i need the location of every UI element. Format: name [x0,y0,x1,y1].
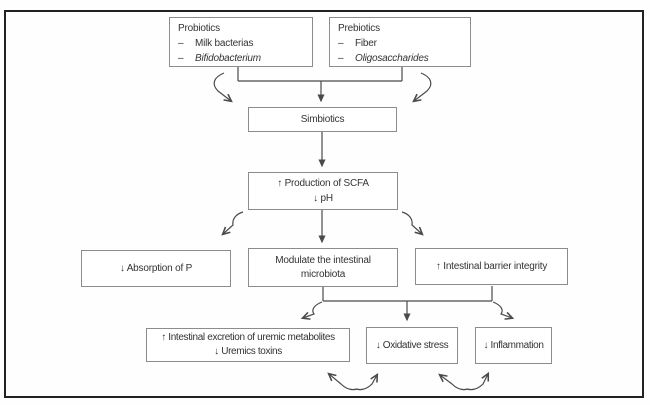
arrow-bottom-curve-right [492,301,512,318]
dash-bullet: – [338,53,344,64]
box-probiotics: Probiotics –Milk bacterias –Bifidobacter… [169,17,313,67]
modulate-line-1: Modulate the intestinal [275,254,371,266]
dash-bullet: – [338,38,344,49]
inflammation-label: ↓ Inflammation [483,339,544,351]
prebiotics-title: Prebiotics [338,23,380,34]
box-simbiotics: Simbiotics [248,107,397,132]
excretion-line-2: ↓ Uremics toxins [214,346,282,357]
prebiotics-item-2: –Oligosaccharides [338,51,429,66]
arrow-up-v2-left [440,375,469,391]
box-modulate-microbiota: Modulate the intestinal microbiota [248,248,398,287]
arrow-bottom-curve-left [303,301,323,318]
arrow-mid-curve-right [401,211,422,234]
prebiotics-item-1: –Fiber [338,36,377,51]
simbiotics-label: Simbiotics [300,113,345,125]
connector-top-bracket [237,66,403,82]
modulate-line-2: microbiota [300,268,346,280]
box-prebiotics: Prebiotics –Fiber –Oligosaccharides [329,17,471,67]
oxidative-label: ↓ Oxidative stress [375,339,449,351]
probiotics-item-2: –Bifidobacterium [178,51,261,66]
absorption-label: ↓ Absorption of P [119,262,193,274]
arrow-top-curve-left [213,72,231,101]
scfa-line-1: ↑ Production of SCFA [277,178,369,189]
arrow-up-v2-right [466,374,488,391]
box-oxidative-stress: ↓ Oxidative stress [366,327,458,364]
box-absorption-of-p: ↓ Absorption of P [81,250,231,287]
figure-border [4,10,644,398]
scfa-line-2: ↓ pH [313,193,333,204]
prebiotics-item-1-text: Fiber [355,38,377,49]
box-scfa: ↑ Production of SCFA ↓ pH [248,172,398,210]
probiotics-item-1-text: Milk bacterias [195,38,254,49]
arrow-up-v1-right [355,375,377,391]
dash-bullet: – [178,53,184,64]
box-inflammation: ↓ Inflammation [475,327,552,364]
prebiotics-item-2-text: Oligosaccharides [355,53,429,64]
connector-bottom-bracket [322,286,493,302]
arrow-up-v1-left [329,374,358,391]
dash-bullet: – [178,38,184,49]
box-uremic-excretion: ↑ Intestinal excretion of uremic metabol… [146,328,350,362]
barrier-label: ↑ Intestinal barrier integrity [435,260,548,272]
probiotics-title: Probiotics [178,23,220,34]
probiotics-item-2-text: Bifidobacterium [195,53,261,64]
probiotics-item-1: –Milk bacterias [178,36,254,51]
excretion-line-1: ↑ Intestinal excretion of uremic metabol… [161,332,335,343]
arrow-mid-curve-left [223,211,244,234]
arrow-top-curve-right [414,72,432,101]
box-intestinal-barrier: ↑ Intestinal barrier integrity [415,248,568,285]
